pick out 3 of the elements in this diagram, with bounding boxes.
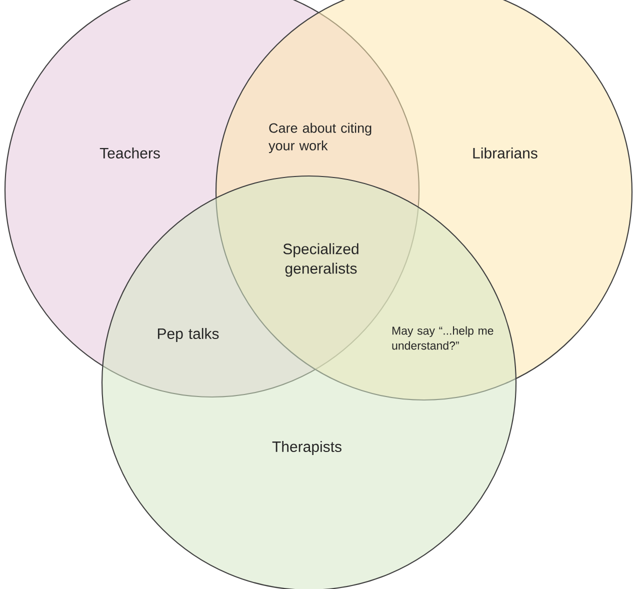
region-label: Specialized generalists — [283, 243, 358, 277]
region-label: Care about citing your work — [268, 122, 372, 154]
region-label: May say “...help me understand?” — [392, 326, 494, 350]
